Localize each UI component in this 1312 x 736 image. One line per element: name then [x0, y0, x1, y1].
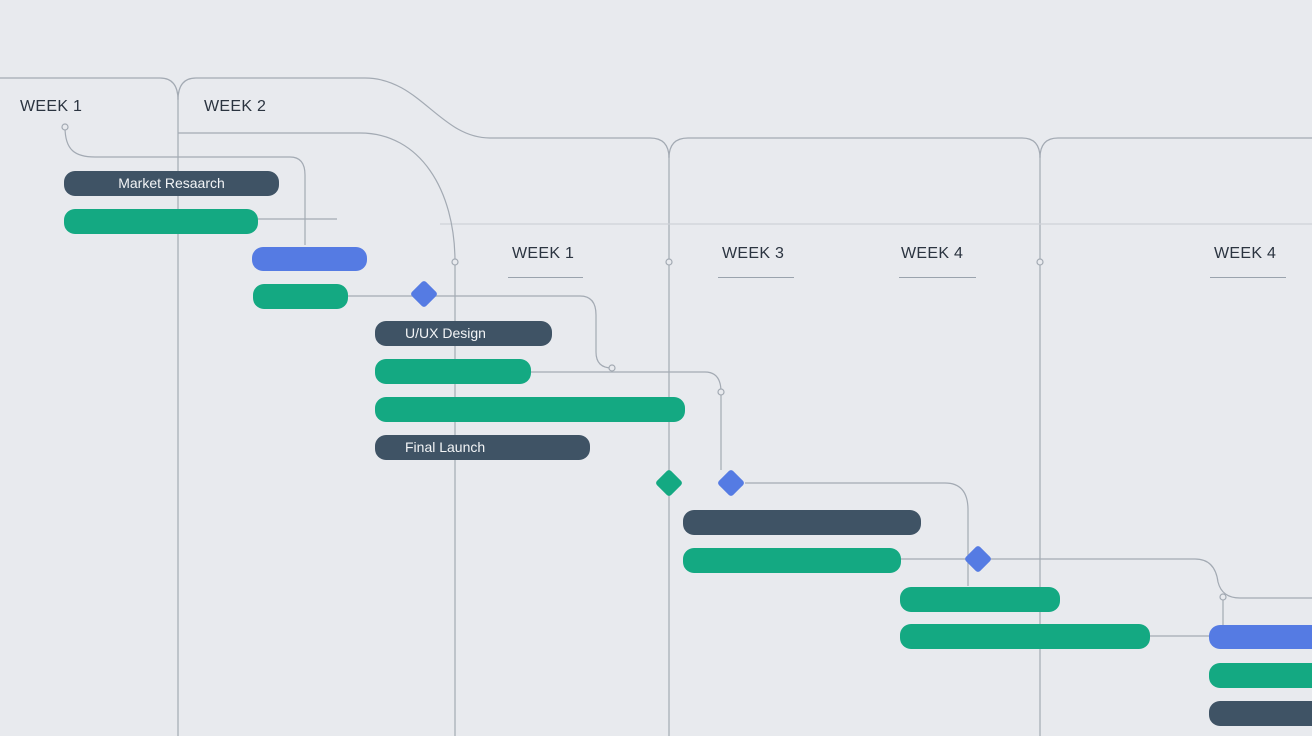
- connector-node: [665, 258, 673, 266]
- week-label: WEEK 1: [512, 245, 575, 262]
- task-bar-market-research[interactable]: Market Resaarch: [64, 171, 279, 196]
- task-bar-final-launch[interactable]: Final Launch: [375, 435, 590, 460]
- task-bar[interactable]: [683, 510, 921, 535]
- week-label: WEEK 4: [901, 245, 964, 262]
- task-bar[interactable]: [900, 624, 1150, 649]
- task-label: Market Resaarch: [118, 175, 225, 191]
- task-bar[interactable]: [64, 209, 258, 234]
- dependency-connector: [900, 558, 1312, 599]
- dependency-connector: [178, 132, 456, 263]
- dependency-connector: [348, 295, 613, 369]
- task-bar[interactable]: [683, 548, 901, 573]
- task-bar[interactable]: [1209, 663, 1312, 688]
- week-label: WEEK 4: [1214, 245, 1277, 262]
- task-bar[interactable]: [900, 587, 1060, 612]
- week-label: WEEK 2: [204, 98, 267, 115]
- task-bar[interactable]: [1209, 625, 1312, 649]
- task-bar[interactable]: [375, 397, 685, 422]
- week-underline: [899, 277, 976, 278]
- connector-node: [61, 123, 69, 131]
- task-label: Final Launch: [405, 439, 486, 455]
- week-underline: [718, 277, 794, 278]
- week-label: WEEK 1: [20, 98, 83, 115]
- connector-node: [608, 364, 616, 372]
- dependency-connector: [745, 482, 969, 586]
- task-bar[interactable]: [252, 247, 367, 271]
- week-underline: [508, 277, 583, 278]
- task-label: U/UX Design: [405, 325, 486, 341]
- week-label: WEEK 3: [722, 245, 785, 262]
- connector-node: [1219, 593, 1227, 601]
- dependency-connector: [64, 126, 306, 245]
- week-underline: [1210, 277, 1286, 278]
- task-bar[interactable]: [1209, 701, 1312, 726]
- task-bar[interactable]: [253, 284, 348, 309]
- connector-node: [1036, 258, 1044, 266]
- header-bracket: [0, 77, 1312, 159]
- task-bar[interactable]: [375, 359, 531, 384]
- connector-node: [451, 258, 459, 266]
- connector-node: [717, 388, 725, 396]
- task-bar-ux-design[interactable]: U/UX Design: [375, 321, 552, 346]
